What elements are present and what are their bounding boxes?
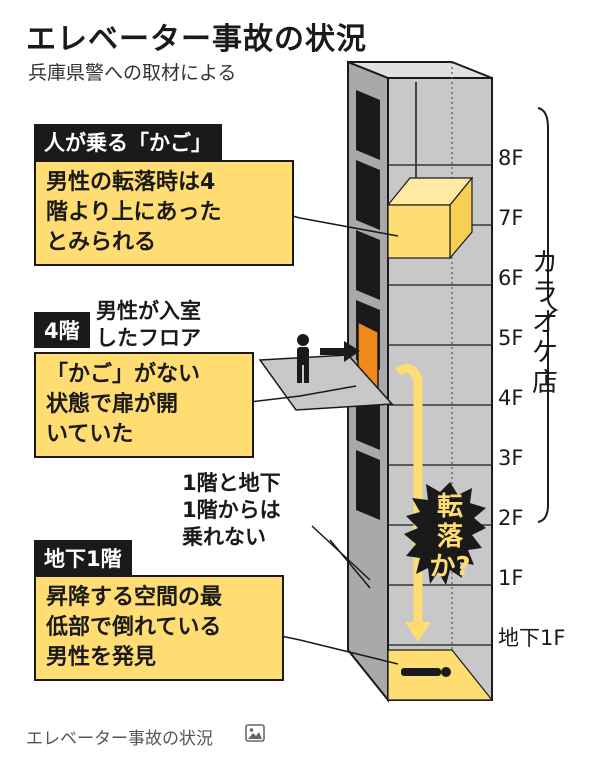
fallen-person-icon: [401, 667, 451, 677]
cage-box-header: 人が乗る「かご」: [34, 124, 222, 160]
floor-label-2f: 2F: [498, 506, 523, 530]
entry-arrow: [320, 341, 360, 362]
floor-label-1f: 1F: [498, 566, 523, 590]
karaoke-label: カラオケ店: [531, 248, 558, 398]
floor4-box-header: 4階: [34, 312, 90, 348]
fall-label: 転落か?: [429, 492, 471, 582]
floor-label-3f: 3F: [498, 446, 523, 470]
floor4-header-note: 男性が入室 したフロア: [96, 299, 201, 350]
image-icon[interactable]: [245, 724, 265, 742]
cage-box-body: 男性の転落時は4 階より上にあった とみられる: [34, 160, 294, 266]
elevator-cage: [386, 176, 474, 260]
fall-starburst: [404, 482, 486, 585]
fall-path-arrow: [395, 363, 423, 622]
basement-box-header: 地下1階: [34, 540, 132, 576]
floor1-leader-line-2: [329, 539, 371, 589]
person-icon: [297, 334, 309, 383]
floor-label-5f: 5F: [498, 326, 523, 350]
floor-label-4f: 4F: [498, 386, 523, 410]
karaoke-bracket: [537, 107, 559, 523]
floor1-note: 1階と地下 1階からは 乗れない: [182, 471, 281, 549]
floor-label-6f: 6F: [498, 266, 523, 290]
floor-label-7f: 7F: [498, 206, 523, 230]
basement-box-body: 昇降する空間の最 低部で倒れている 男性を発見: [34, 575, 284, 681]
footer-caption: エレベーター事故の状況: [26, 729, 213, 749]
elevator-shaft: [387, 77, 493, 701]
floor-label-8f: 8F: [498, 146, 523, 170]
floor4-leader-line: [249, 385, 357, 403]
page-title: エレベーター事故の状況: [26, 22, 367, 57]
floor4-box-body: 「かご」がない 状態で扉が開 いていた: [34, 352, 254, 458]
floor-label-b1f: 地下1F: [498, 626, 565, 650]
page-subtitle: 兵庫県警への取材による: [28, 62, 237, 84]
